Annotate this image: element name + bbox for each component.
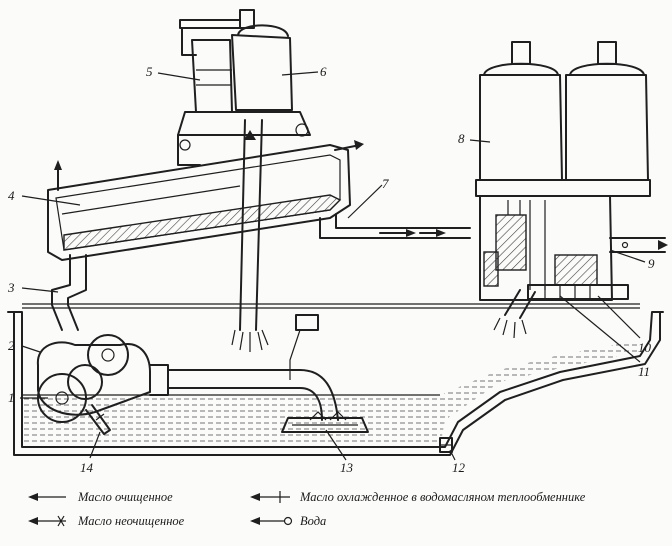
drain-plug <box>439 437 453 453</box>
arrow-icon <box>250 493 260 501</box>
exchanger-wall-left <box>495 214 527 271</box>
legend-water-text: Вода <box>300 514 326 528</box>
arrow-icon <box>28 517 38 525</box>
filter-cap-right <box>597 41 617 65</box>
pump-gear-upper <box>87 334 129 376</box>
part-labels: 1 2 3 4 5 6 7 8 9 10 11 12 13 14 <box>7 64 655 475</box>
oil-intake-strainer <box>281 411 369 433</box>
label-11: 11 <box>638 364 650 379</box>
label-8: 8 <box>458 131 465 146</box>
legend-cooled-oil-text: Масло охлажденное в водомасляном теплооб… <box>299 490 586 504</box>
cross-mark-icon <box>57 515 65 527</box>
label-12: 12 <box>452 460 466 475</box>
label-1: 1 <box>8 390 15 405</box>
exchanger-wall-right <box>554 254 598 286</box>
pump-gear-middle <box>67 364 103 400</box>
leader-lines <box>20 71 646 461</box>
oil-sump <box>7 303 664 456</box>
relief-valve <box>527 284 629 300</box>
pipe-7-to-heat-exchanger <box>319 213 471 239</box>
label-10: 10 <box>638 340 652 355</box>
label-5: 5 <box>146 64 153 79</box>
legend-water: Вода <box>250 514 326 528</box>
legend-unclean-oil: Масло неочищенное <box>28 514 185 528</box>
arrow-icon <box>250 517 260 525</box>
oil-level-sensor <box>289 314 319 380</box>
filter-cap-left <box>511 41 531 65</box>
heat-exchanger-assembly <box>475 41 668 339</box>
label-13: 13 <box>340 460 354 475</box>
centrifugal-filter <box>177 9 311 352</box>
oil-cooler <box>47 140 364 261</box>
label-7: 7 <box>382 176 389 191</box>
label-9: 9 <box>648 256 655 271</box>
legend-cooled-oil: Масло охлажденное в водомасляном теплооб… <box>250 490 586 504</box>
legend: Масло очищенное Масло неочищенное Масло … <box>28 490 586 528</box>
label-4: 4 <box>8 188 15 203</box>
arrow-icon <box>28 493 38 501</box>
oil-level-fill <box>22 395 440 447</box>
pipe-pump-to-cooler <box>51 254 87 331</box>
legend-clean-oil: Масло очищенное <box>28 490 173 504</box>
oil-level-fill-right <box>440 340 640 447</box>
circle-mark-icon <box>283 516 293 526</box>
label-3: 3 <box>7 280 15 295</box>
cooler-oil-layer <box>63 194 342 251</box>
legend-unclean-oil-text: Масло неочищенное <box>77 514 185 528</box>
label-6: 6 <box>320 64 327 79</box>
label-14: 14 <box>80 460 94 475</box>
legend-clean-oil-text: Масло очищенное <box>77 490 173 504</box>
label-2: 2 <box>8 338 15 353</box>
